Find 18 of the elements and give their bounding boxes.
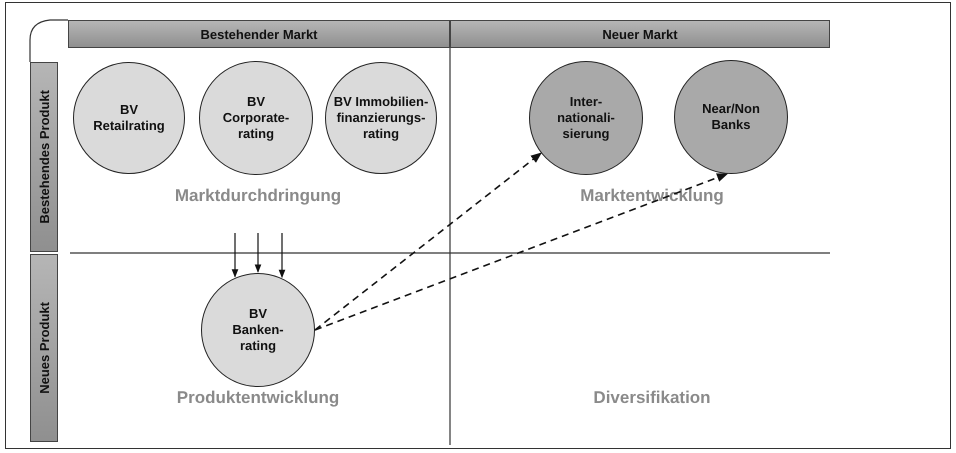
arrow [314, 173, 728, 331]
arrow [232, 233, 238, 278]
arrow [278, 233, 286, 278]
strategy-circle: BV Banken-rating [201, 273, 315, 387]
header-bar: Neuer Markt [450, 20, 830, 48]
header-bar: Bestehender Markt [68, 20, 450, 48]
strategy-circle: BV Immobilien-finanzierungs-rating [325, 62, 437, 174]
strategy-circle: Near/Non Banks [674, 60, 788, 174]
quadrant-label: Produktentwicklung [176, 388, 340, 408]
strategy-circle: BV Retailrating [73, 62, 185, 174]
arrow [314, 152, 542, 331]
header-bar: Neues Produkt [30, 254, 58, 442]
strategy-circle: Inter-nationali-sierung [529, 61, 643, 175]
arrow [254, 233, 262, 273]
quadrant-label: Marktdurchdringung [174, 186, 342, 206]
header-bar: Bestehendes Produkt [30, 62, 58, 252]
quadrant-label: Diversifikation [593, 388, 711, 408]
strategy-circle: BV Corporate-rating [199, 61, 313, 175]
